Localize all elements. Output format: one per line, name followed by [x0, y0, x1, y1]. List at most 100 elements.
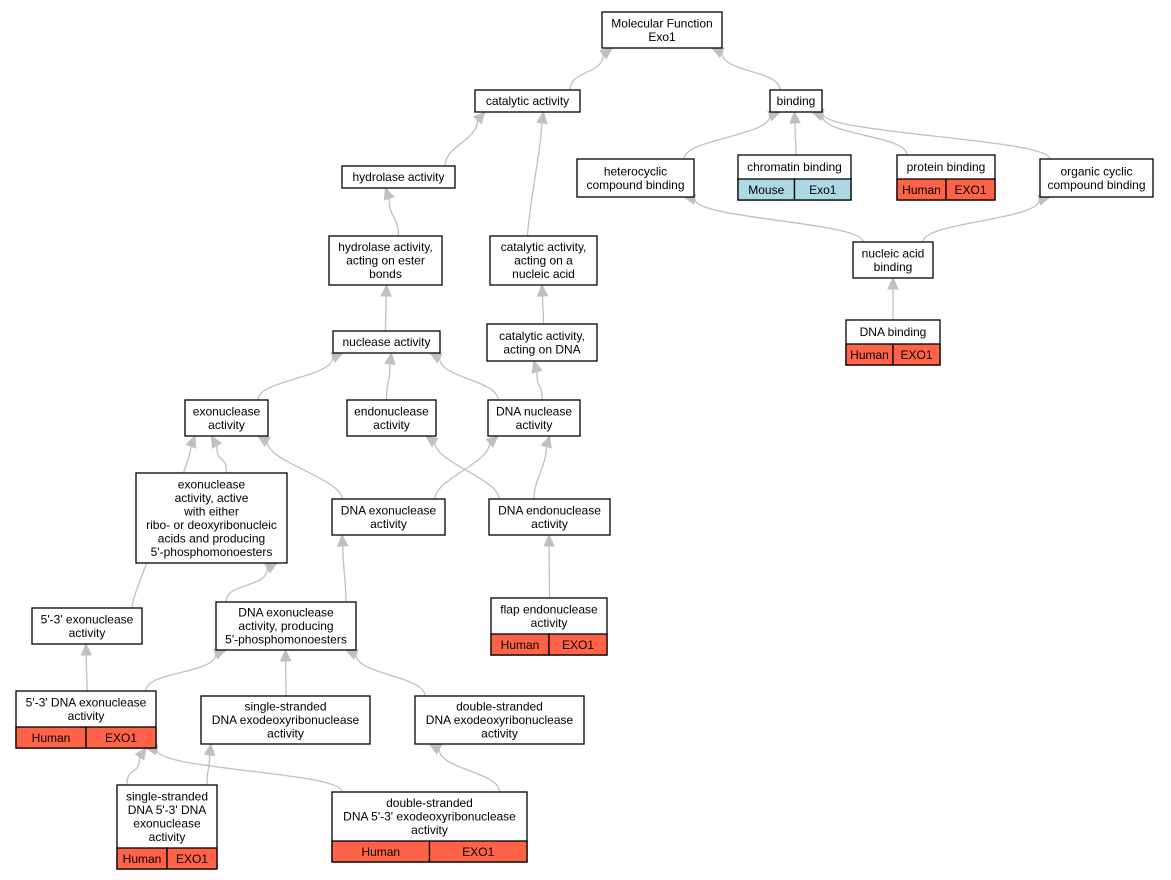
arrowhead — [256, 435, 271, 448]
node-box — [1039, 158, 1154, 198]
gene-label: EXO1 — [954, 183, 986, 197]
node-label-line: DNA 5'-3' exodeoxyribonuclease — [343, 810, 516, 824]
go-node-cat_dna[interactable]: catalytic activity,acting on DNA — [486, 323, 598, 362]
node-label-line: DNA 5'-3' DNA — [128, 803, 207, 817]
go-node-catalytic[interactable]: catalytic activity — [474, 89, 581, 113]
arrowhead — [210, 434, 223, 449]
node-box — [488, 498, 611, 536]
node-box — [346, 399, 437, 437]
go-node-nuclease[interactable]: nuclease activity — [332, 330, 441, 354]
node-label-line: compound binding — [1047, 178, 1145, 192]
edge-dna_exo-to-exonuclease — [266, 441, 343, 500]
node-box — [489, 235, 598, 286]
node-box — [31, 607, 143, 645]
node-label-line: catalytic activity, — [499, 329, 585, 343]
node-label-line: activity — [516, 418, 553, 432]
node-label-line: nuclease activity — [342, 335, 430, 349]
edge-exonuclease-to-nuclease — [257, 357, 334, 401]
node-box — [852, 241, 934, 279]
edge-protein-to-binding — [821, 115, 908, 156]
go-node-binding[interactable]: binding — [769, 89, 823, 113]
gene-label: EXO1 — [900, 348, 932, 362]
node-box — [328, 235, 443, 286]
edge-hydrolase-to-catalytic — [444, 120, 479, 167]
arrowhead — [383, 186, 395, 201]
edge-catalytic-to-mf — [569, 54, 604, 91]
node-label-line: catalytic activity, — [501, 240, 587, 254]
arrowhead — [384, 351, 396, 366]
arrowhead — [134, 747, 147, 761]
node-label-line: nucleic acid — [512, 267, 575, 281]
gene-label: EXO1 — [462, 845, 494, 859]
edge-dna_nuclease-to-nuclease — [439, 358, 499, 401]
node-label-line: with either — [183, 504, 239, 518]
edge-organic-to-binding — [822, 113, 1051, 160]
arrowhead — [279, 648, 292, 662]
gene-cell — [945, 178, 996, 201]
node-label-line: exonuclease — [193, 404, 261, 418]
gene-cell — [166, 847, 218, 870]
arrowhead — [536, 110, 548, 125]
edge-dna_exo_5p-to-exo_active — [225, 568, 269, 603]
arrowhead — [203, 742, 216, 757]
gene-cell — [428, 840, 528, 863]
node-box — [200, 695, 371, 745]
edges-layer — [80, 47, 1052, 793]
edge-chromatin-to-binding — [794, 122, 797, 156]
species-label: Human — [850, 348, 889, 362]
node-label-line: activity — [69, 626, 106, 640]
edge-cat_nucleic-to-catalytic — [526, 122, 543, 237]
node-label-line: activity, producing — [238, 619, 333, 633]
arrowhead — [599, 47, 613, 60]
node-label-line: 5'-phosphomonoesters — [151, 545, 273, 559]
node-label-line: DNA exodeoxyribonuclease — [426, 713, 574, 727]
node-label-line: binding — [777, 94, 816, 108]
node-label-line: DNA binding — [860, 325, 927, 339]
node-label-line: DNA nuclease — [496, 404, 572, 418]
arrowhead — [380, 283, 392, 297]
gene-cell — [793, 178, 852, 201]
edge-hydrolase_ester-to-hydrolase — [388, 198, 400, 237]
node-label-line: DNA exonuclease — [341, 503, 437, 517]
node-label-line: activity — [481, 727, 518, 741]
edge-dna_exo53-to-dna_exo_5p — [145, 653, 217, 692]
node-label-line: flap endonuclease — [500, 602, 598, 616]
species-label: Human — [501, 638, 540, 652]
node-label-line: single-stranded — [126, 789, 208, 803]
node-label-line: activity — [267, 727, 304, 741]
go-node-hydrolase[interactable]: hydrolase activity — [341, 165, 456, 189]
arrowhead — [485, 435, 499, 448]
node-label-line: nucleic acid — [862, 246, 925, 260]
node-label-line: DNA endonuclease — [498, 503, 601, 517]
node-label-line: activity — [411, 823, 448, 837]
node-label-line: endonuclease — [354, 404, 429, 418]
edge-ss_53-to-ss_exo — [206, 754, 211, 786]
arrowhead — [337, 533, 349, 547]
node-label-line: acids and producing — [158, 531, 265, 545]
node-label-line: Molecular Function — [611, 16, 712, 30]
